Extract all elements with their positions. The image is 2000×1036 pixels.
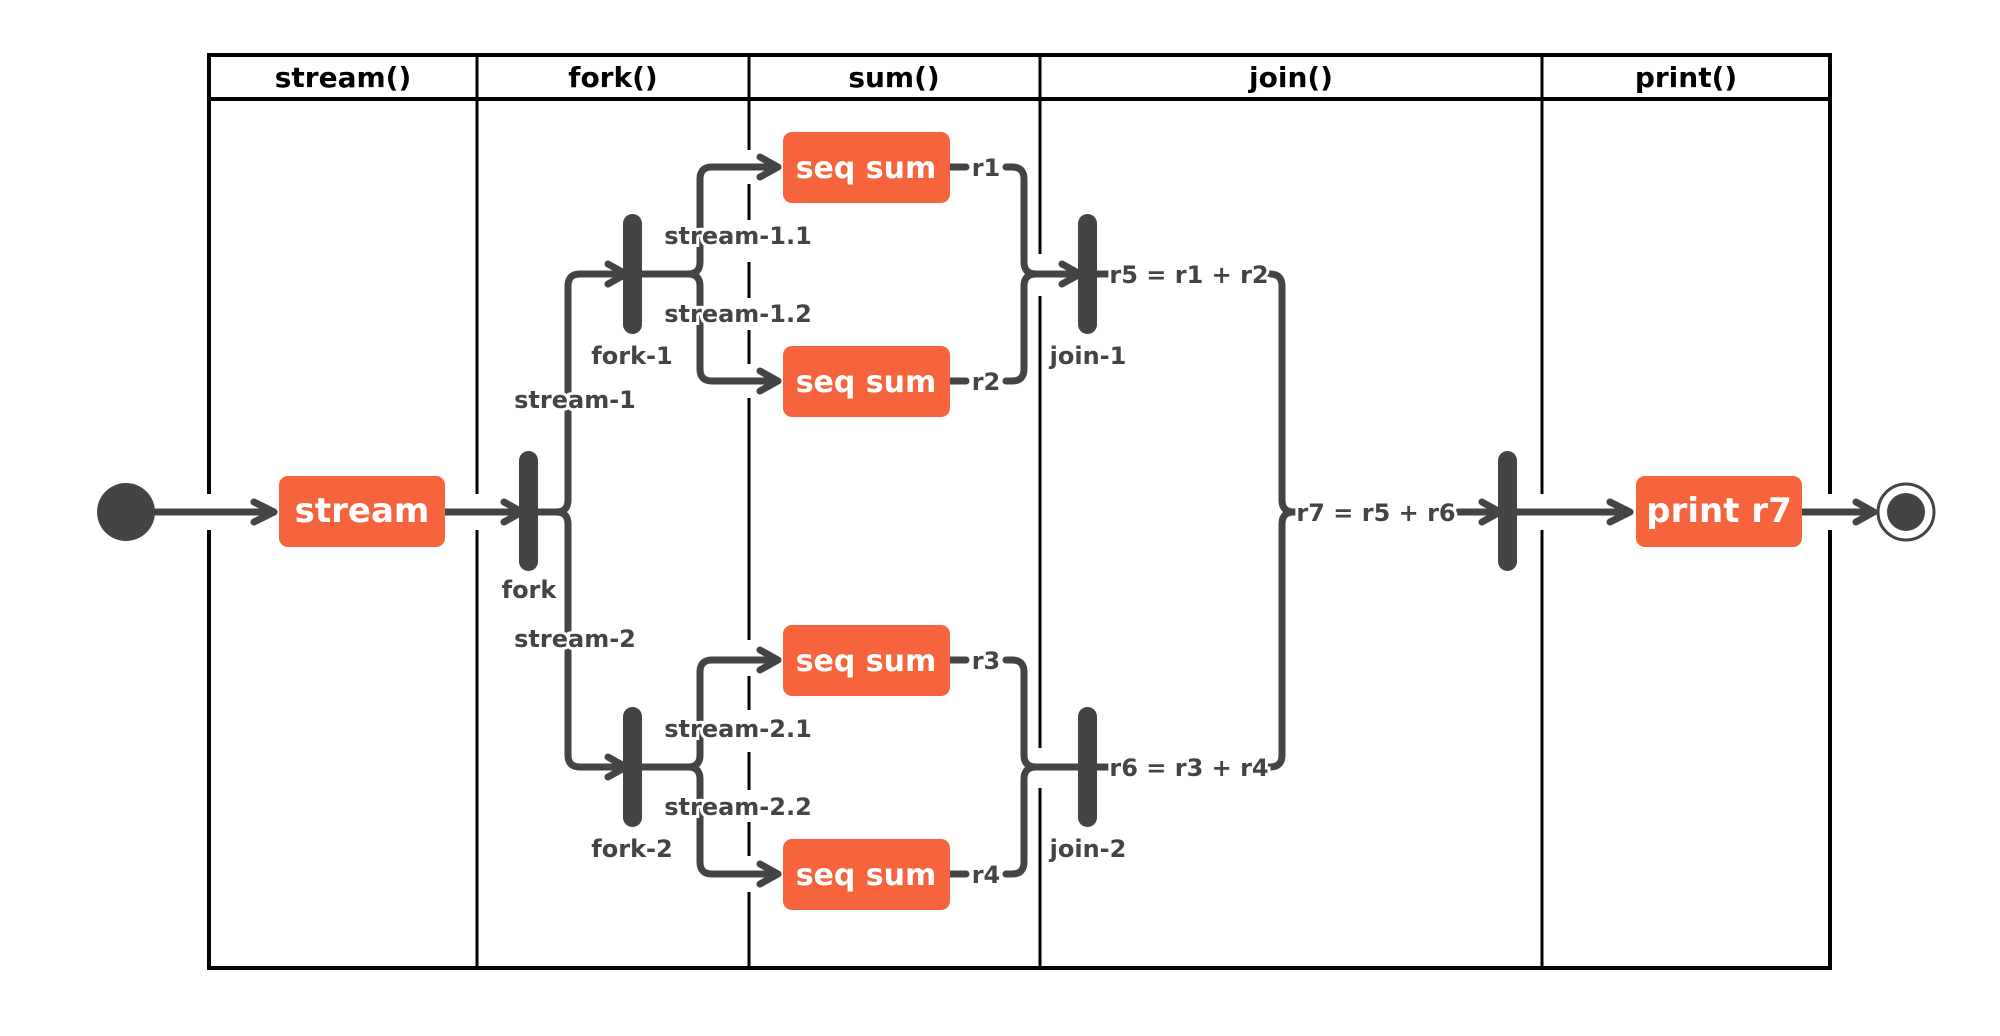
flow-r1 <box>1002 163 1082 278</box>
flow-stream-1-2 <box>684 270 780 385</box>
action-seq-sum-2[interactable]: seq sum <box>783 346 950 417</box>
action-seq-sum-1[interactable]: seq sum <box>783 132 950 203</box>
edge-label-stream-2-1: stream-2.1 <box>664 715 812 743</box>
lane-dividers <box>475 55 1544 968</box>
flow-r2 <box>1002 270 1040 385</box>
arrowhead-icon <box>756 153 782 181</box>
join-1-label: join-1 <box>1049 342 1127 370</box>
edge-label-stream-1-2: stream-1.2 <box>664 300 812 328</box>
edge-label-stream-2-2: stream-2.2 <box>664 793 812 821</box>
arrowhead-icon <box>1852 498 1878 526</box>
edge-label-r7: r7 = r5 + r6 <box>1296 499 1455 527</box>
action-stream[interactable]: stream <box>279 476 445 547</box>
final-join-bar <box>1498 451 1517 571</box>
arrowhead-icon <box>250 498 278 526</box>
fork-bar <box>519 451 538 571</box>
fork-2-bar <box>623 707 642 827</box>
join-2-bar <box>1078 707 1097 827</box>
flow-r5 <box>1264 270 1298 516</box>
arrowhead-icon <box>756 367 782 395</box>
edge-label-r4: r4 <box>972 861 1001 889</box>
action-seq-sum-label: seq sum <box>796 858 937 893</box>
edge-label-r2: r2 <box>972 368 1001 396</box>
lane-titles: stream() fork() sum() join() print() <box>275 61 1737 94</box>
arrowhead-icon <box>756 646 782 674</box>
action-seq-sum-label: seq sum <box>796 151 937 186</box>
lane-title-fork: fork() <box>568 61 657 94</box>
edge-label-r1: r1 <box>972 154 1001 182</box>
lane-title-sum: sum() <box>848 61 939 94</box>
join-2-label: join-2 <box>1049 835 1127 863</box>
flow-stream-2 <box>552 508 628 771</box>
arrowhead-icon <box>1606 498 1634 526</box>
flow-stream-1-1 <box>636 163 780 278</box>
action-seq-sum-label: seq sum <box>796 644 937 679</box>
join-1-bar <box>1078 214 1097 334</box>
flow-r6 <box>1264 508 1298 771</box>
flow-r4 <box>1002 763 1040 878</box>
flow-stream-2-1 <box>636 656 780 771</box>
fork-label: fork <box>502 576 558 604</box>
arrowhead-icon <box>756 860 782 888</box>
lane-title-stream: stream() <box>275 61 412 94</box>
action-seq-sum-label: seq sum <box>796 365 937 400</box>
edge-label-stream-1-1: stream-1.1 <box>664 222 812 250</box>
edge-label-r6: r6 = r3 + r4 <box>1109 754 1268 782</box>
fork-1-bar <box>623 214 642 334</box>
actions: stream seq sum seq sum seq sum seq sum p… <box>279 132 1802 910</box>
edge-label-stream-1: stream-1 <box>514 386 636 414</box>
lane-title-join: join() <box>1248 61 1333 94</box>
edge-labels: stream-1 stream-2 stream-1.1 stream-1.2 … <box>511 151 1458 892</box>
action-seq-sum-3[interactable]: seq sum <box>783 625 950 696</box>
fork-2-label: fork-2 <box>591 835 672 863</box>
edge-label-stream-2: stream-2 <box>514 625 636 653</box>
action-print-label: print r7 <box>1646 491 1791 531</box>
sync-bars <box>519 214 1517 827</box>
bar-labels: fork fork-1 fork-2 join-1 join-2 <box>502 342 1127 863</box>
edge-label-r3: r3 <box>972 647 1001 675</box>
flow-stream-2-2 <box>684 763 780 878</box>
lane-title-print: print() <box>1635 61 1737 94</box>
final-node-icon <box>1876 482 1936 542</box>
flow-r3 <box>1002 656 1091 771</box>
action-seq-sum-4[interactable]: seq sum <box>783 839 950 910</box>
initial-node-icon <box>97 483 155 541</box>
action-print[interactable]: print r7 <box>1636 476 1802 547</box>
edge-label-r5: r5 = r1 + r2 <box>1109 261 1268 289</box>
fork-1-label: fork-1 <box>591 342 672 370</box>
action-stream-label: stream <box>295 491 430 531</box>
